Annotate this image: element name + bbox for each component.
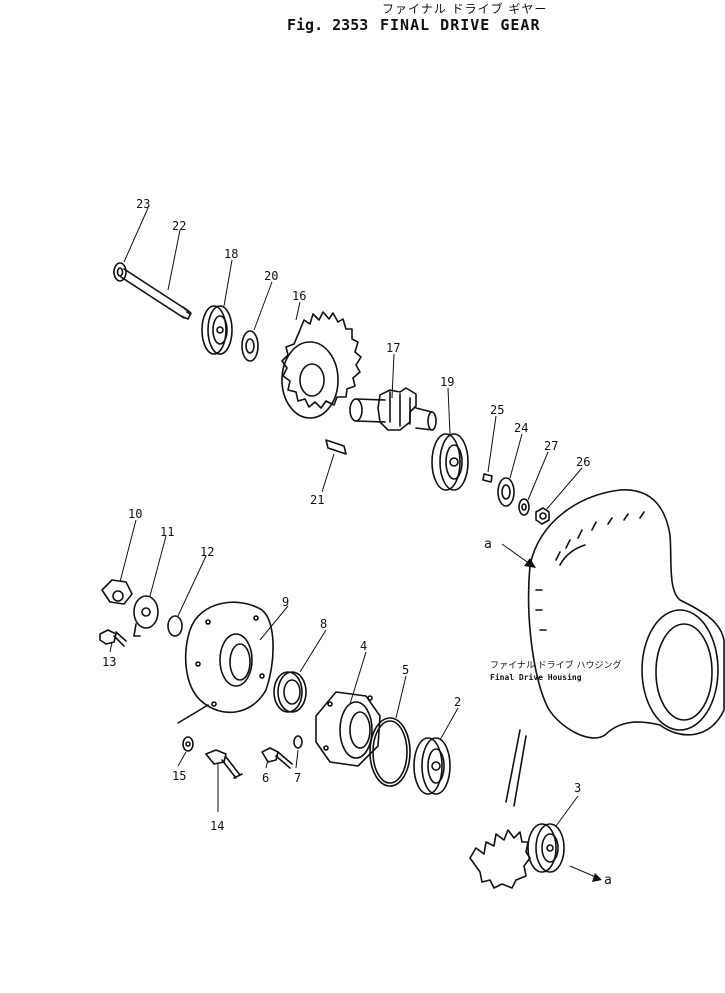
reference-arrows — [524, 558, 602, 882]
callout-22: 22 — [172, 219, 186, 233]
part-8-seal — [273, 671, 307, 713]
housing-caption: ファイナル ドライブ ハウジング Final Drive Housing — [490, 659, 622, 682]
callout-9: 9 — [282, 595, 289, 609]
reference-mark-a-lower: a — [604, 873, 612, 888]
callout-5: 5 — [402, 663, 409, 677]
part-6-bolt — [261, 747, 293, 769]
callout-12: 12 — [200, 545, 214, 559]
callout-7: 7 — [294, 771, 301, 785]
part-7-washer — [293, 735, 303, 749]
callout-15: 15 — [172, 769, 186, 783]
callout-16: 16 — [292, 289, 306, 303]
part-16-gear — [281, 311, 362, 419]
callout-23: 23 — [136, 197, 150, 211]
figure-title: FINAL DRIVE GEAR — [380, 16, 541, 34]
part-27-washer — [518, 498, 530, 516]
callout-6: 6 — [262, 771, 269, 785]
title-japanese: ファイナル ドライブ ギヤー — [382, 2, 548, 16]
part-18-bearing — [201, 305, 233, 355]
part-13-bolt — [99, 629, 127, 647]
callout-10: 10 — [128, 507, 142, 521]
callout-2: 2 — [454, 695, 461, 709]
part-10-nut — [101, 579, 133, 605]
callout-17: 17 — [386, 341, 400, 355]
callout-21: 21 — [310, 493, 324, 507]
part-5-o-ring — [369, 717, 411, 787]
part-21-key — [325, 439, 347, 455]
leader-lines — [109, 207, 599, 879]
callout-8: 8 — [320, 617, 327, 631]
callout-27: 27 — [544, 439, 558, 453]
callout-24: 24 — [514, 421, 528, 435]
callout-19: 19 — [440, 375, 454, 389]
part-3-bearing — [527, 823, 565, 873]
part-25-pin — [482, 473, 493, 483]
callout-14: 14 — [210, 819, 224, 833]
part-17-pinion-shaft — [349, 387, 437, 431]
callout-labels: 23 22 18 20 16 17 19 25 24 27 26 21 10 1… — [102, 197, 612, 888]
part-11-lock-washer — [133, 595, 159, 637]
callout-11: 11 — [160, 525, 174, 539]
part-20-washer — [241, 330, 259, 362]
part-2-bearing — [413, 737, 451, 795]
reference-mark-a-upper: a — [484, 537, 492, 552]
final-drive-housing — [527, 489, 725, 739]
arrow-icon — [524, 558, 536, 568]
part-26-nut — [535, 507, 550, 525]
part-23-washer — [113, 262, 127, 282]
part-22-bolt — [120, 268, 192, 320]
callout-4: 4 — [360, 639, 367, 653]
callout-13: 13 — [102, 655, 116, 669]
housing-label-english: Final Drive Housing — [490, 672, 582, 682]
part-19-bearing — [431, 433, 469, 491]
callout-20: 20 — [264, 269, 278, 283]
callout-26: 26 — [576, 455, 590, 469]
housing-label-japanese: ファイナル ドライブ ハウジング — [490, 659, 622, 671]
figure-number: Fig. 2353 — [287, 16, 369, 34]
arrow-icon — [592, 873, 602, 882]
callout-25: 25 — [490, 403, 504, 417]
part-1-bevel-pinion — [469, 729, 531, 889]
part-9-cover — [177, 601, 274, 724]
part-15-washer — [182, 736, 194, 752]
callout-3: 3 — [574, 781, 581, 795]
callout-18: 18 — [224, 247, 238, 261]
part-14-bolt — [205, 749, 243, 779]
part-12-shim — [167, 615, 183, 637]
part-4-retainer — [315, 691, 381, 767]
part-24-seal — [497, 477, 515, 507]
